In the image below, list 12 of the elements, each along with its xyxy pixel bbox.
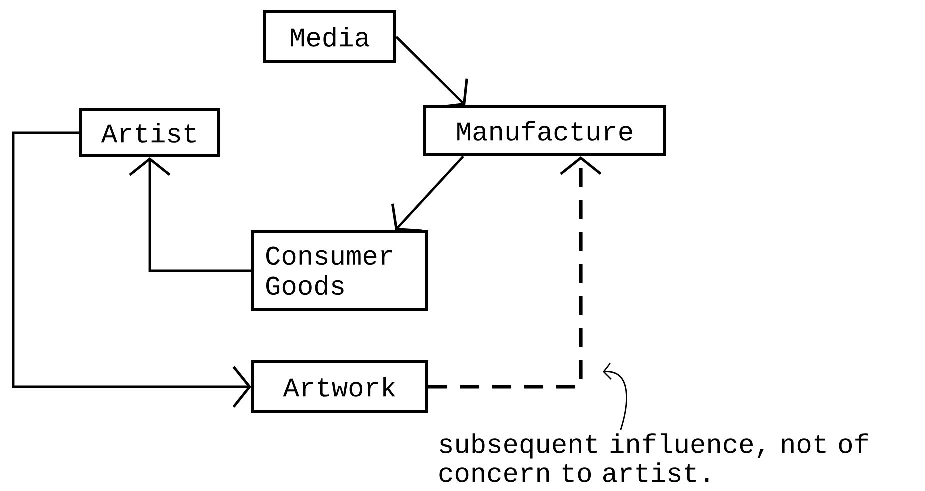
- process-box: Manufacture: [424, 106, 666, 156]
- leader-line: [603, 363, 628, 431]
- arrow: [428, 156, 602, 389]
- arrow: [129, 158, 252, 272]
- note-text: subsequent influence, not of concern to artist.: [440, 434, 868, 482]
- arrow: [391, 156, 464, 232]
- process-box: Consumer Goods: [252, 230, 428, 312]
- arrow: [396, 36, 468, 109]
- arrow: [12, 132, 252, 408]
- process-box: Artist: [80, 108, 220, 158]
- process-box: Media: [264, 10, 396, 64]
- process-box: Artwork: [252, 360, 428, 414]
